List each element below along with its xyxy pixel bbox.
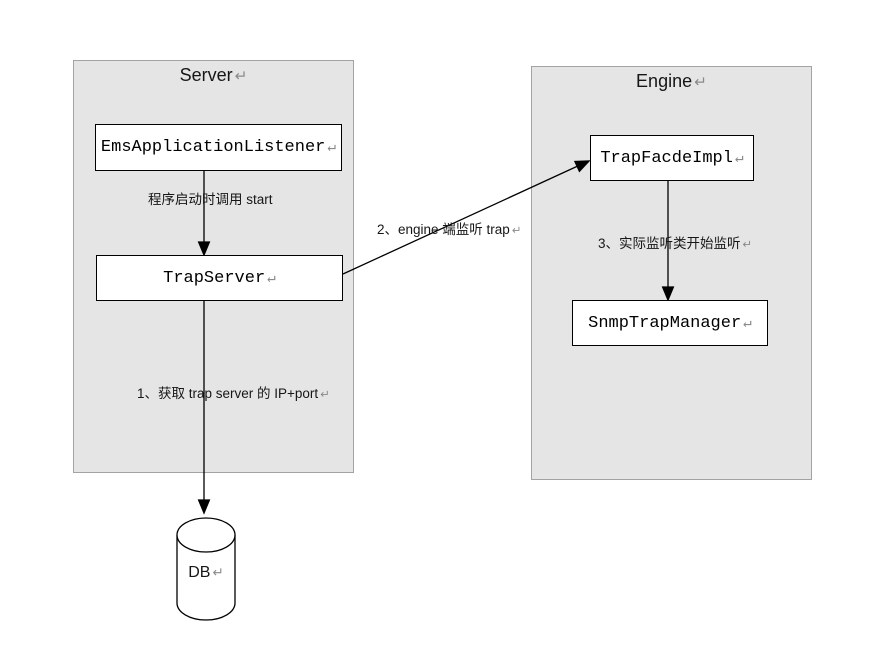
- edge-label-text: 2、engine 端监听 trap: [377, 222, 510, 237]
- edge-label-text: 1、获取 trap server 的 IP+port: [137, 386, 319, 401]
- node-trap-facde-impl: TrapFacdeImpl↵: [590, 135, 754, 181]
- arrow-step1-db: [197, 301, 211, 515]
- arrow-start-call: [197, 171, 211, 257]
- node-label: SnmpTrapManager: [588, 313, 742, 333]
- edge-label-step2: 2、engine 端监听 trap↵: [377, 218, 521, 238]
- engine-title-text: Engine: [636, 71, 693, 91]
- node-db: DB↵: [176, 564, 236, 582]
- return-mark-icon: ↵: [734, 150, 744, 167]
- return-mark-icon: ↵: [212, 565, 224, 580]
- arrow-step2: [342, 160, 591, 275]
- edge-label-step1: 1、获取 trap server 的 IP+port↵: [137, 382, 330, 402]
- return-mark-icon: ↵: [511, 225, 522, 237]
- return-mark-icon: ↵: [327, 140, 337, 156]
- node-label: DB: [188, 564, 211, 581]
- container-engine: Engine↵ TrapFacdeImpl↵ 3、实际监听类开始监听↵ Snmp…: [531, 66, 812, 480]
- node-trap-server: TrapServer↵: [96, 255, 343, 301]
- return-mark-icon: ↵: [694, 74, 707, 91]
- return-mark-icon: ↵: [234, 68, 248, 85]
- container-server: Server↵ EmsApplicationListener↵ 程序启动时调用 …: [73, 60, 354, 473]
- container-engine-title: Engine↵: [532, 71, 811, 92]
- db-cylinder-shape: [176, 517, 236, 621]
- node-label: TrapFacdeImpl: [600, 148, 733, 168]
- return-mark-icon: ↵: [320, 389, 330, 401]
- node-label: EmsApplicationListener: [100, 138, 326, 157]
- edge-label-text: 程序启动时调用 start: [148, 192, 273, 207]
- return-mark-icon: ↵: [267, 270, 276, 287]
- edge-label-text: 3、实际监听类开始监听: [598, 236, 741, 251]
- return-mark-icon: ↵: [742, 239, 753, 251]
- node-snmp-trap-manager: SnmpTrapManager↵: [572, 300, 768, 346]
- edge-label-step3: 3、实际监听类开始监听↵: [598, 232, 752, 252]
- container-server-title: Server↵: [74, 65, 353, 86]
- node-ems-application-listener: EmsApplicationListener↵: [95, 124, 342, 171]
- node-label: TrapServer: [163, 268, 266, 288]
- edge-label-start-call: 程序启动时调用 start: [148, 188, 273, 208]
- arrow-step3: [661, 181, 675, 302]
- server-title-text: Server: [179, 65, 233, 85]
- return-mark-icon: ↵: [743, 315, 752, 332]
